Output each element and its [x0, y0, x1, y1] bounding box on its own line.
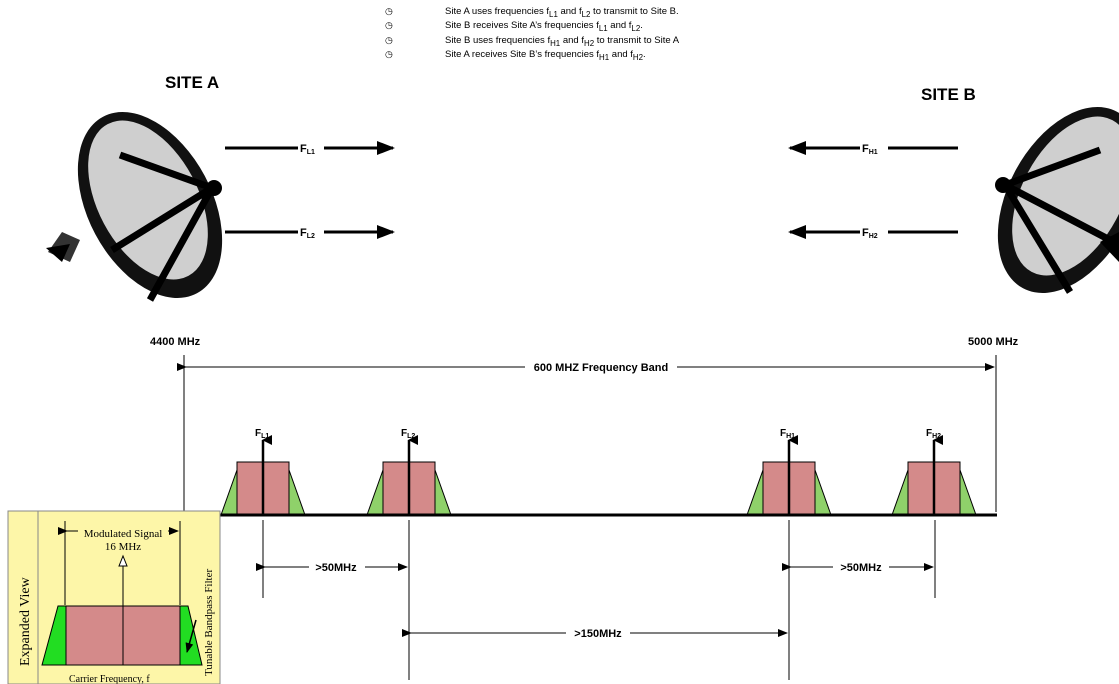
svg-text:FL1: FL1 — [300, 143, 315, 156]
note-1: ◷Site A uses frequencies fL1 and fL2 to … — [385, 6, 679, 19]
band-width-dimension: 600 MHZ Frequency Band — [177, 360, 995, 374]
fl2-sub: L2 — [307, 233, 315, 240]
note-3: ◷Site B uses frequencies fH1 and fH2 to … — [385, 34, 680, 48]
fh1-sub: H1 — [869, 149, 878, 156]
inset-signal-label: Modulated Signal — [84, 528, 163, 540]
link-arrow-fl1: FL1 — [225, 140, 395, 156]
band-low-label: 4400 MHz — [150, 336, 201, 348]
fh2-sub: H2 — [869, 233, 878, 240]
spacing-center: >150MHz — [402, 626, 788, 640]
satellite-dish-a-icon — [46, 112, 223, 302]
clock-icon: ◷ — [385, 49, 393, 60]
svg-text:FH1: FH1 — [862, 143, 878, 156]
svg-text:FH1: FH1 — [780, 428, 795, 440]
fl1-sub: L1 — [307, 149, 315, 156]
svg-text:FL2: FL2 — [300, 227, 315, 240]
fl1-label: F — [300, 143, 307, 155]
clock-icon: ◷ — [385, 6, 393, 16]
fl2-label: F — [300, 227, 307, 239]
clock-icon: ◷ — [385, 20, 393, 31]
note-2: ◷Site B receives Site A’s frequencies fL… — [385, 20, 643, 34]
band-high-label: 5000 MHz — [968, 336, 1019, 348]
svg-text:FH2: FH2 — [926, 428, 941, 440]
note-4: ◷Site A receives Site B’s frequencies fH… — [385, 49, 646, 63]
fh2-label: F — [862, 227, 869, 239]
satellite-dish-b-icon — [995, 107, 1119, 294]
clock-icon: ◷ — [385, 34, 393, 45]
spacing-left-label: >50MHz — [315, 562, 357, 574]
notes-list: ◷Site A uses frequencies fL1 and fL2 to … — [385, 6, 679, 64]
link-arrow-fh1: FH1 — [788, 140, 958, 156]
svg-text:FL1: FL1 — [255, 428, 269, 440]
expanded-view-inset: Expanded View Tunable Bandpass Filter Mo… — [7, 510, 221, 684]
channel-fl2: FL2 — [366, 428, 452, 516]
link-arrow-fl2: FL2 — [225, 224, 395, 240]
svg-text:FL2: FL2 — [401, 428, 415, 440]
inset-bandwidth-label: 16 MHz — [105, 541, 141, 553]
spacing-right: >50MHz — [782, 560, 934, 574]
link-arrow-fh2: FH2 — [788, 224, 958, 240]
channel-fh2: FH2 — [891, 428, 977, 516]
channel-fh1: FH1 — [746, 428, 832, 516]
site-a-label: SITE A — [165, 73, 220, 92]
fh1-label: F — [862, 143, 869, 155]
channel-fl1: FL1 — [220, 428, 306, 516]
spacing-center-label: >150MHz — [574, 628, 622, 640]
site-b-label: SITE B — [921, 85, 976, 104]
spacing-left: >50MHz — [256, 560, 408, 574]
svg-text:FH2: FH2 — [862, 227, 878, 240]
inset-carrier-label: Carrier Frequency, f — [69, 674, 150, 684]
inset-filter-label: Tunable Bandpass Filter — [203, 569, 215, 676]
spacing-right-label: >50MHz — [840, 562, 882, 574]
inset-title: Expanded View — [18, 576, 33, 666]
band-label: 600 MHZ Frequency Band — [534, 362, 668, 374]
